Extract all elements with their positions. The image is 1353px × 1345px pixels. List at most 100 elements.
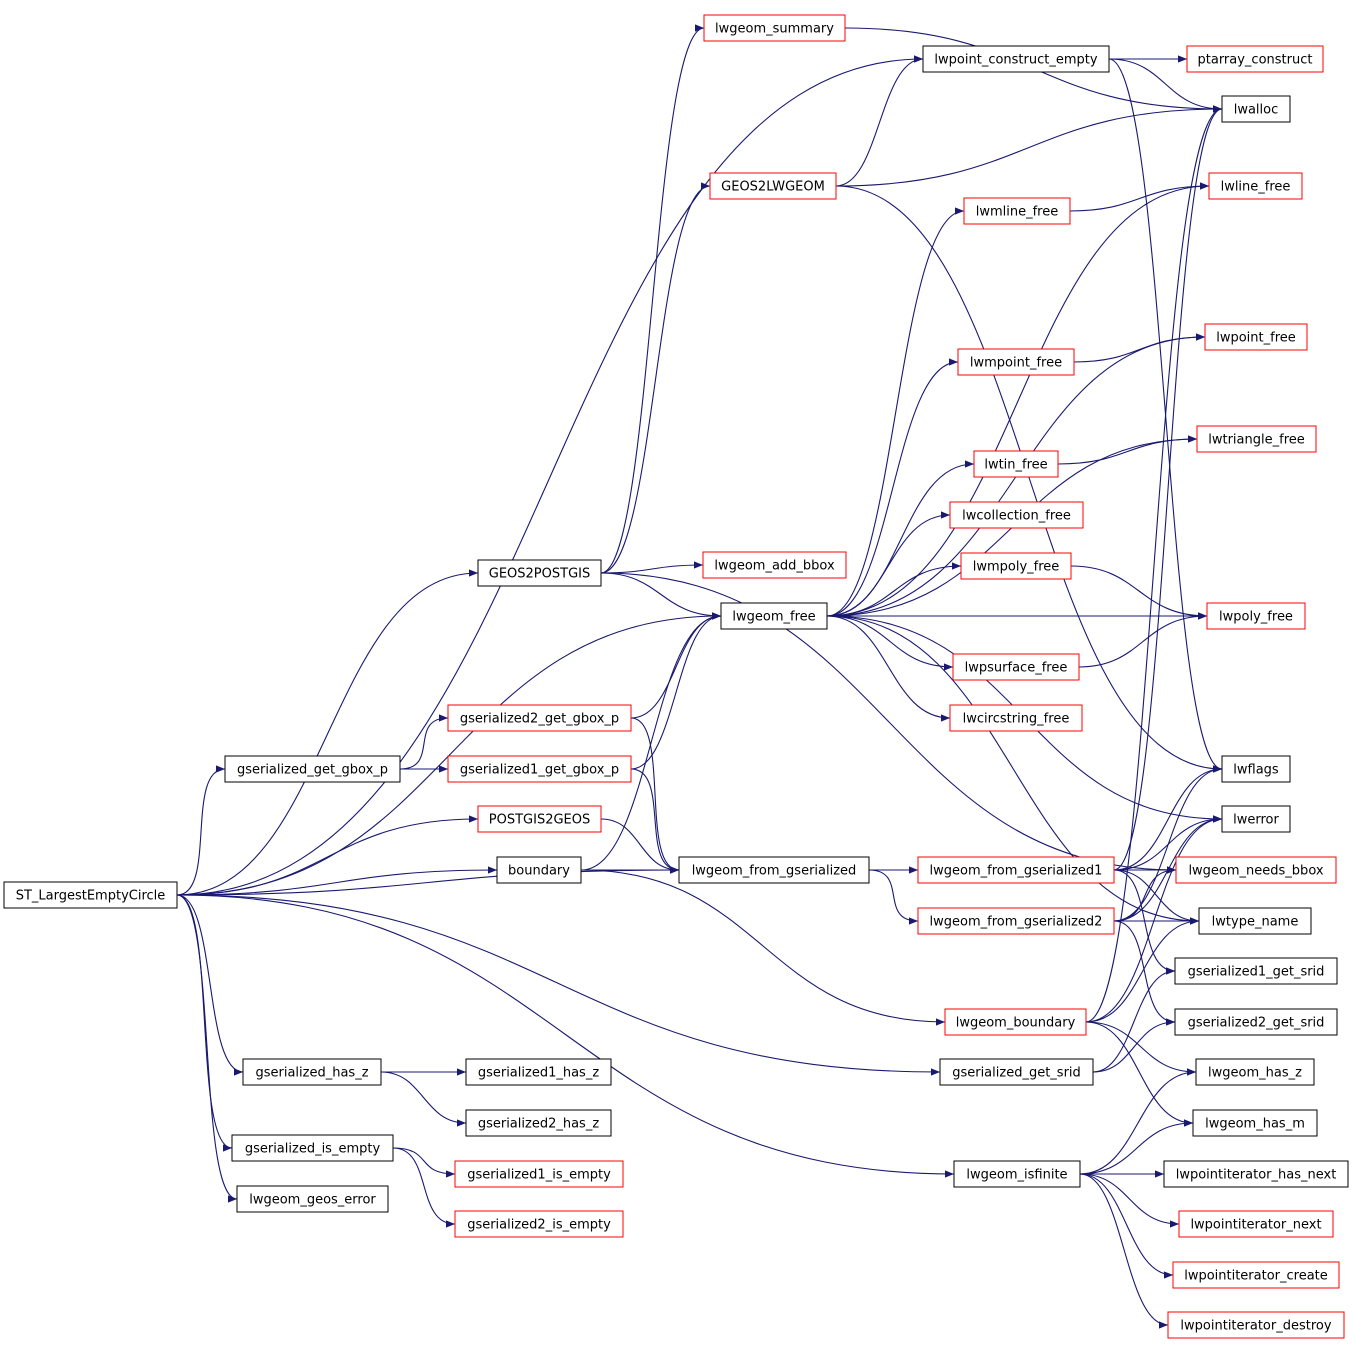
function-node-lwgeom_from_gserialized2[interactable]: lwgeom_from_gserialized2 — [917, 907, 1115, 935]
node-box — [949, 704, 1083, 732]
call-edge-lwpoint_construct_empty-to-lwalloc — [1108, 58, 1223, 113]
function-node-lwpsurface_free[interactable]: lwpsurface_free — [952, 653, 1080, 681]
call-edge-geos2lwgeom-to-lwalloc — [835, 105, 1223, 187]
node-label: lwgeom_boundary — [956, 1016, 1076, 1031]
call-edge-geos2postgis-to-lwgeom_needs_bbox — [600, 572, 1177, 874]
function-node-gserialized_has_z[interactable]: gserialized_has_z — [242, 1058, 382, 1086]
function-node-lwtin_free[interactable]: lwtin_free — [973, 450, 1059, 478]
node-box — [957, 348, 1075, 376]
function-node-st_largest[interactable]: ST_LargestEmptyCircle — [3, 881, 178, 909]
function-node-gserialized1_is_empty[interactable]: gserialized1_is_empty — [454, 1160, 624, 1188]
node-box — [1174, 1008, 1338, 1036]
function-node-geos2lwgeom[interactable]: GEOS2LWGEOM — [709, 172, 837, 200]
node-box — [922, 45, 1110, 73]
call-edge-lwgeom_boundary-to-lwgeom_has_m — [1085, 1021, 1194, 1127]
function-node-lwgeom_from_gserialized1[interactable]: lwgeom_from_gserialized1 — [917, 856, 1115, 884]
node-box — [917, 856, 1115, 884]
node-box — [1178, 1210, 1334, 1238]
call-edge-lwgeom_free-to-lwpsurface_free — [826, 615, 954, 671]
function-node-lwmpoint_free[interactable]: lwmpoint_free — [957, 348, 1075, 376]
call-edge-lwgeom_from_gserialized1-to-lwflags — [1113, 765, 1223, 871]
node-label: gserialized2_get_srid — [1188, 1016, 1325, 1031]
call-edge-lwgeom_boundary-to-lwalloc — [1085, 105, 1223, 1023]
call-edge-st_largest-to-lwgeom_from_gserialized — [176, 866, 680, 896]
call-edge-gserialized_get_gbox_p-to-gserialized2_get_gbox_p — [399, 714, 449, 770]
function-node-lwpointiterator_has_next[interactable]: lwpointiterator_has_next — [1163, 1160, 1349, 1188]
node-box — [477, 805, 602, 833]
node-label: lwgeom_from_gserialized1 — [930, 864, 1103, 879]
call-edge-lwgeom_free-to-lwcircstring_free — [826, 615, 951, 722]
node-box — [1174, 957, 1338, 985]
function-node-lwflags[interactable]: lwflags — [1221, 755, 1291, 783]
node-box — [1208, 172, 1303, 200]
call-edge-geos2postgis-to-geos2lwgeom — [600, 182, 711, 574]
function-node-lwline_free[interactable]: lwline_free — [1208, 172, 1303, 200]
node-label: lwmline_free — [976, 205, 1059, 220]
function-node-boundary[interactable]: boundary — [496, 856, 582, 884]
function-node-lwgeom_isfinite[interactable]: lwgeom_isfinite — [953, 1160, 1081, 1188]
function-node-lwpoint_free[interactable]: lwpoint_free — [1204, 323, 1308, 351]
node-box — [963, 197, 1071, 225]
node-label: lwpoint_construct_empty — [934, 53, 1097, 68]
call-edges — [176, 24, 1223, 1329]
function-node-lwgeom_summary[interactable]: lwgeom_summary — [703, 14, 846, 42]
node-box — [1175, 856, 1337, 884]
function-node-lwalloc[interactable]: lwalloc — [1221, 95, 1291, 123]
function-node-lwpointiterator_next[interactable]: lwpointiterator_next — [1178, 1210, 1334, 1238]
function-node-lwmpoly_free[interactable]: lwmpoly_free — [960, 552, 1072, 580]
function-node-lwerror[interactable]: lwerror — [1221, 805, 1291, 833]
call-edge-gserialized_is_empty-to-gserialized1_is_empty — [392, 1147, 456, 1178]
function-node-postgis2geos[interactable]: POSTGIS2GEOS — [477, 805, 602, 833]
function-node-lwgeom_has_z[interactable]: lwgeom_has_z — [1195, 1058, 1315, 1086]
node-label: lwgeom_free — [732, 610, 815, 625]
function-node-lwtype_name[interactable]: lwtype_name — [1198, 907, 1312, 935]
function-node-gserialized2_has_z[interactable]: gserialized2_has_z — [465, 1109, 612, 1137]
call-edge-st_largest-to-boundary — [176, 866, 498, 896]
call-edge-lwtin_free-to-lwtriangle_free — [1057, 435, 1198, 465]
function-node-lwgeom_free[interactable]: lwgeom_free — [720, 602, 828, 630]
function-node-gserialized_get_srid[interactable]: gserialized_get_srid — [939, 1058, 1094, 1086]
function-node-ptarray_construct[interactable]: ptarray_construct — [1186, 45, 1324, 73]
function-node-lwpoly_free[interactable]: lwpoly_free — [1206, 602, 1306, 630]
call-edge-lwgeom_isfinite-to-lwpointiterator_destroy — [1079, 1173, 1169, 1329]
call-edge-lwgeom_boundary-to-lwgeom_has_z — [1085, 1021, 1197, 1076]
node-label: GEOS2POSTGIS — [489, 567, 590, 582]
function-node-lwgeom_geos_error[interactable]: lwgeom_geos_error — [236, 1185, 389, 1213]
function-node-gserialized_get_gbox_p[interactable]: gserialized_get_gbox_p — [224, 755, 401, 783]
function-node-gserialized2_is_empty[interactable]: gserialized2_is_empty — [454, 1210, 624, 1238]
function-node-lwpointiterator_create[interactable]: lwpointiterator_create — [1172, 1261, 1340, 1289]
function-node-lwcircstring_free[interactable]: lwcircstring_free — [949, 704, 1083, 732]
node-label: gserialized1_get_srid — [1188, 965, 1325, 980]
function-node-gserialized1_get_srid[interactable]: gserialized1_get_srid — [1174, 957, 1338, 985]
call-edge-lwpsurface_free-to-lwpoly_free — [1078, 612, 1208, 668]
function-node-lwpoint_construct_empty[interactable]: lwpoint_construct_empty — [922, 45, 1110, 73]
call-edge-st_largest-to-gserialized_is_empty — [176, 894, 233, 1152]
function-node-lwgeom_add_bbox[interactable]: lwgeom_add_bbox — [702, 551, 847, 579]
call-edge-geos2postgis-to-lwgeom_add_bbox — [600, 561, 704, 574]
function-node-lwcollection_free[interactable]: lwcollection_free — [949, 501, 1084, 529]
function-node-lwmline_free[interactable]: lwmline_free — [963, 197, 1071, 225]
function-node-lwgeom_boundary[interactable]: lwgeom_boundary — [944, 1008, 1087, 1036]
call-edge-gserialized1_get_gbox_p-to-lwgeom_from_gserialized — [630, 768, 680, 874]
node-box — [465, 1058, 612, 1086]
function-node-lwgeom_from_gserialized[interactable]: lwgeom_from_gserialized — [678, 856, 870, 884]
node-label: lwcollection_free — [962, 509, 1071, 524]
function-node-gserialized1_get_gbox_p[interactable]: gserialized1_get_gbox_p — [447, 755, 632, 783]
function-node-lwgeom_needs_bbox[interactable]: lwgeom_needs_bbox — [1175, 856, 1337, 884]
function-node-lwpointiterator_destroy[interactable]: lwpointiterator_destroy — [1167, 1311, 1345, 1339]
function-node-gserialized_is_empty[interactable]: gserialized_is_empty — [231, 1134, 394, 1162]
function-node-gserialized2_get_gbox_p[interactable]: gserialized2_get_gbox_p — [447, 704, 632, 732]
node-box — [709, 172, 837, 200]
call-edge-lwgeom_isfinite-to-lwgeom_has_z — [1079, 1068, 1197, 1175]
function-node-gserialized1_has_z[interactable]: gserialized1_has_z — [465, 1058, 612, 1086]
function-node-lwtriangle_free[interactable]: lwtriangle_free — [1196, 425, 1317, 453]
call-edge-lwgeom_free-to-lwline_free — [826, 182, 1210, 617]
node-label: lwline_free — [1221, 180, 1291, 195]
function-node-lwgeom_has_m[interactable]: lwgeom_has_m — [1192, 1109, 1318, 1137]
function-node-gserialized2_get_srid[interactable]: gserialized2_get_srid — [1174, 1008, 1338, 1036]
call-edge-st_largest-to-postgis2geos — [176, 815, 479, 896]
node-label: ST_LargestEmptyCircle — [16, 889, 166, 904]
function-node-geos2postgis[interactable]: GEOS2POSTGIS — [477, 559, 602, 587]
call-edge-gserialized_get_srid-to-gserialized1_get_srid — [1092, 967, 1176, 1073]
node-label: lwpoint_free — [1216, 331, 1296, 346]
